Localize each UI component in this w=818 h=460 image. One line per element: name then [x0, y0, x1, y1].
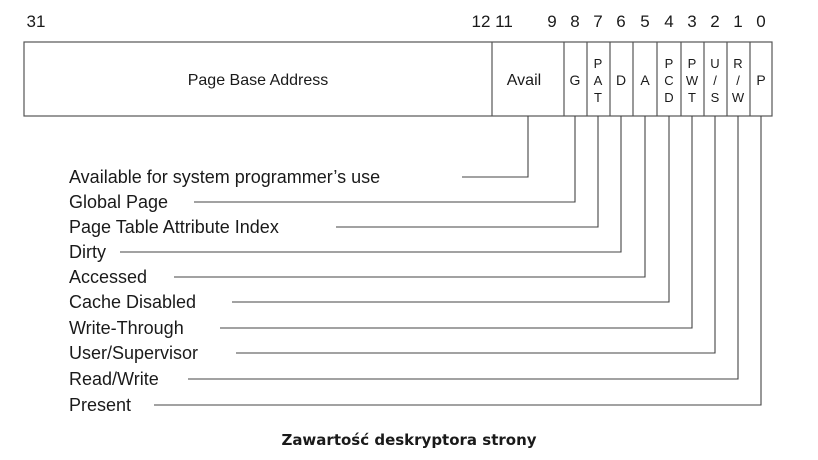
pwt-label-2: W: [686, 73, 699, 88]
pat-label-1: P: [594, 56, 603, 71]
field-dividers: [491, 42, 751, 116]
leader-present: [154, 116, 762, 406]
pcd-label-3: D: [664, 90, 673, 105]
g-label: G: [570, 72, 581, 88]
desc-write-through: Write-Through: [69, 317, 188, 339]
bit-number-5: 5: [640, 12, 650, 31]
rw-label-1: R: [733, 56, 742, 71]
d-label: D: [616, 72, 626, 88]
bit-number-1: 1: [733, 12, 743, 31]
desc-cache-disabled: Cache Disabled: [69, 291, 201, 313]
pwt-label-1: P: [688, 56, 697, 71]
pcd-label-1: P: [665, 56, 674, 71]
us-label-3: S: [711, 90, 720, 105]
pcd-label-2: C: [664, 73, 673, 88]
leader-read-write: [188, 116, 739, 380]
bit-number-3: 3: [687, 12, 697, 31]
bit-number-11: 11: [495, 12, 513, 31]
page-base-address-label: Page Base Address: [188, 72, 329, 89]
desc-dirty: Dirty: [69, 241, 110, 263]
desc-available: Available for system programmer’s use: [69, 166, 385, 188]
bit-number-7: 7: [593, 12, 603, 31]
bit-number-2: 2: [710, 12, 720, 31]
bit-number-0: 0: [756, 12, 766, 31]
leader-user-supervisor: [236, 116, 716, 354]
desc-accessed: Accessed: [69, 266, 152, 288]
rw-label-3: W: [732, 90, 745, 105]
p-label: P: [756, 72, 765, 88]
us-label-2: /: [713, 73, 717, 88]
desc-global-page: Global Page: [69, 191, 173, 213]
leader-write-through: [220, 116, 693, 329]
desc-page-table-attribute-index: Page Table Attribute Index: [69, 216, 283, 238]
pwt-label-3: T: [688, 90, 696, 105]
leader-dirty: [120, 116, 622, 253]
register-box: [23, 41, 773, 117]
us-label-1: U: [710, 56, 719, 71]
pat-label-3: T: [594, 90, 602, 105]
desc-read-write: Read/Write: [69, 368, 163, 390]
bit-number-6: 6: [616, 12, 626, 31]
a-label: A: [640, 72, 650, 88]
desc-user-supervisor: User/Supervisor: [69, 342, 203, 364]
leader-accessed: [174, 116, 646, 278]
leader-avail: [462, 116, 529, 178]
leader-global: [194, 116, 576, 203]
desc-present: Present: [69, 394, 136, 416]
bit-number-12: 12: [471, 12, 491, 31]
leader-cache-disabled: [232, 116, 670, 303]
leader-lines: [120, 116, 762, 406]
bit-number-9: 9: [547, 12, 557, 31]
pat-label-2: A: [594, 73, 603, 88]
bit-number-31: 31: [26, 12, 46, 31]
bit-number-4: 4: [664, 12, 674, 31]
leader-pat: [336, 116, 599, 228]
bit-number-8: 8: [570, 12, 580, 31]
figure-caption: Zawartość deskryptora strony: [281, 431, 537, 449]
rw-label-2: /: [736, 73, 740, 88]
avail-label: Avail: [507, 72, 541, 89]
